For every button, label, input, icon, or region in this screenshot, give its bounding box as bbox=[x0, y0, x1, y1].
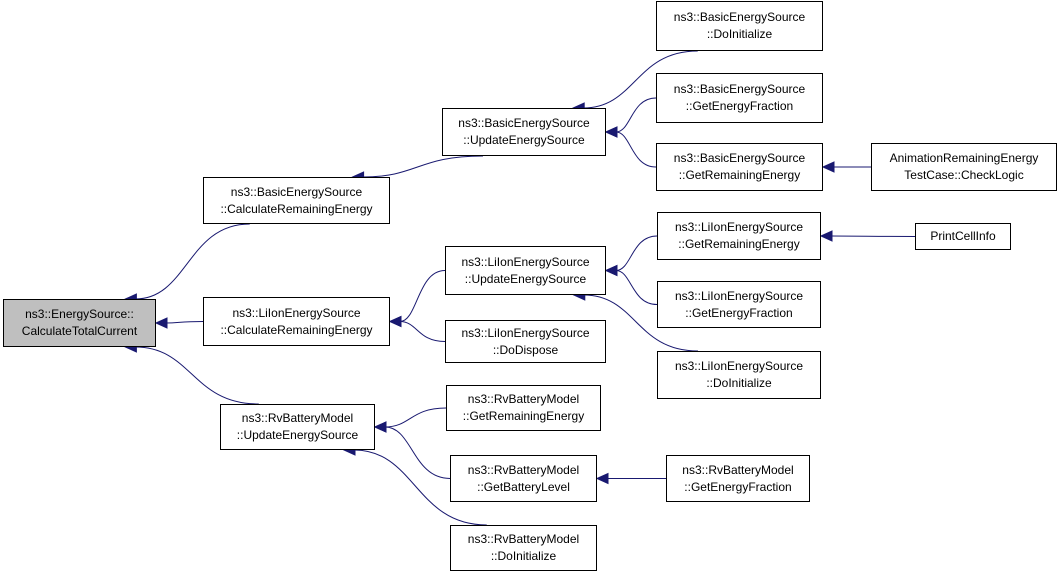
graph-node-lies-getrem[interactable]: ns3::LiIonEnergySource::GetRemainingEner… bbox=[657, 212, 821, 260]
edge-bes-calc-to-root bbox=[135, 223, 250, 300]
node-label-line: ::GetRemainingEnergy bbox=[678, 168, 801, 182]
node-label-line: ::CalculateRemainingEnergy bbox=[220, 201, 373, 216]
graph-node-print-cell[interactable]: PrintCellInfo bbox=[915, 223, 1011, 250]
node-label-line: ns3::RvBatteryModel bbox=[467, 532, 580, 546]
node-label-line: ns3::RvBatteryModel bbox=[467, 462, 580, 477]
graph-node-root: ns3::EnergySource::CalculateTotalCurrent bbox=[3, 299, 156, 347]
edge-lies-dispose-to-lies-calc bbox=[399, 321, 446, 342]
node-label-line: ns3::RvBatteryModel bbox=[682, 462, 794, 477]
edge-lies-getrem-to-lies-update bbox=[615, 235, 658, 271]
graph-node-rv-update[interactable]: ns3::RvBatteryModel::UpdateEnergySource bbox=[220, 404, 375, 450]
graph-node-rv-getrem[interactable]: ns3::RvBatteryModel::GetRemainingEnergy bbox=[446, 385, 601, 431]
edge-arrowhead bbox=[821, 161, 835, 173]
edge-bes-doinit-to-bes-update bbox=[583, 50, 698, 109]
node-label-line: TestCase::CheckLogic bbox=[904, 168, 1024, 182]
node-label-line: ns3::RvBatteryModel bbox=[467, 392, 580, 406]
edge-rv-update-to-root bbox=[135, 346, 259, 405]
graph-node-lies-dispose[interactable]: ns3::LiIonEnergySource::DoDispose bbox=[445, 320, 606, 363]
node-label-line: ::DoInitialize bbox=[706, 27, 773, 41]
edge-bes-getrem-to-bes-update bbox=[615, 131, 657, 168]
graph-node-rv-getlevel[interactable]: ns3::RvBatteryModel::GetBatteryLevel bbox=[450, 455, 597, 502]
graph-node-bes-getfrac[interactable]: ns3::BasicEnergySource::GetEnergyFractio… bbox=[656, 73, 823, 123]
node-label-line: ::UpdateEnergySource bbox=[236, 428, 359, 442]
edge-arrowhead bbox=[604, 264, 618, 277]
edge-lies-calc-to-root bbox=[165, 321, 204, 324]
graph-node-bes-update[interactable]: ns3::BasicEnergySource::UpdateEnergySour… bbox=[442, 108, 606, 156]
node-label-line: ::DoInitialize bbox=[490, 549, 557, 563]
graph-node-bes-calc[interactable]: ns3::BasicEnergySource::CalculateRemaini… bbox=[203, 177, 390, 224]
edge-rv-getlevel-to-rv-update bbox=[384, 426, 451, 479]
graph-node-rv-doinit[interactable]: ns3::RvBatteryModel::DoInitialize bbox=[450, 525, 597, 571]
edge-arrowhead bbox=[604, 126, 618, 138]
node-label-line: AnimationRemainingEnergy bbox=[889, 151, 1039, 165]
graph-node-lies-calc[interactable]: ns3::LiIonEnergySource::CalculateRemaini… bbox=[203, 297, 390, 346]
edge-lies-update-to-lies-calc bbox=[399, 270, 446, 322]
node-label-line: ns3::BasicEnergySource bbox=[230, 184, 363, 199]
node-label-line: PrintCellInfo bbox=[930, 229, 996, 243]
node-label-line: ::CalculateRemainingEnergy bbox=[220, 322, 373, 337]
edge-bes-getfrac-to-bes-update bbox=[615, 97, 657, 133]
node-label-line: ::GetEnergyFraction bbox=[685, 305, 793, 320]
node-label-line: ::GetRemainingEnergy bbox=[678, 237, 800, 251]
edge-arrowhead bbox=[819, 230, 833, 242]
edge-print-cell-to-lies-getrem bbox=[830, 235, 916, 237]
node-label-line: ns3::BasicEnergySource bbox=[673, 82, 806, 96]
node-label-line: ::GetEnergyFraction bbox=[684, 479, 792, 494]
graph-node-rv-getfrac[interactable]: ns3::RvBatteryModel::GetEnergyFraction bbox=[666, 455, 810, 502]
node-label-line: ns3::LiIonEnergySource bbox=[461, 254, 590, 269]
graph-node-lies-getfrac[interactable]: ns3::LiIonEnergySource::GetEnergyFractio… bbox=[657, 281, 821, 328]
node-label-line: ns3::LiIonEnergySource bbox=[461, 325, 590, 340]
edge-bes-update-to-bes-calc bbox=[362, 155, 484, 178]
node-label-line: ns3::LiIonEnergySource bbox=[674, 220, 804, 234]
node-label-line: ::GetBatteryLevel bbox=[477, 479, 570, 494]
node-label-line: ns3::BasicEnergySource bbox=[458, 116, 590, 130]
graph-node-bes-getrem[interactable]: ns3::BasicEnergySource::GetRemainingEner… bbox=[656, 143, 823, 191]
node-label-line: ::GetRemainingEnergy bbox=[462, 409, 585, 423]
edge-rv-doinit-to-rv-update bbox=[353, 449, 487, 526]
node-label-line: ::DoDispose bbox=[492, 342, 559, 357]
node-label-line: ::GetEnergyFraction bbox=[685, 99, 794, 113]
node-label-line: ::UpdateEnergySource bbox=[464, 271, 587, 286]
node-label-line: ::UpdateEnergySource bbox=[463, 133, 585, 147]
node-label-line: CalculateTotalCurrent bbox=[21, 324, 138, 338]
edge-arrowhead bbox=[373, 421, 387, 433]
node-label-line: ns3::LiIonEnergySource bbox=[674, 359, 804, 373]
edge-lies-doinit-to-lies-update bbox=[583, 294, 699, 352]
edge-lies-getfrac-to-lies-update bbox=[615, 270, 658, 305]
node-label-line: ::DoInitialize bbox=[706, 376, 772, 390]
edge-arrowhead bbox=[388, 315, 402, 328]
node-label-line: ns3::BasicEnergySource bbox=[673, 151, 806, 165]
graph-node-lies-update[interactable]: ns3::LiIonEnergySource::UpdateEnergySour… bbox=[445, 246, 606, 295]
node-label-line: ns3::LiIonEnergySource bbox=[674, 288, 804, 303]
node-label-line: ns3::LiIonEnergySource bbox=[232, 305, 361, 320]
graph-node-lies-doinit[interactable]: ns3::LiIonEnergySource::DoInitialize bbox=[657, 351, 821, 399]
edge-arrowhead bbox=[154, 317, 168, 329]
node-label-line: ns3::EnergySource:: bbox=[25, 307, 134, 321]
node-label-line: ns3::BasicEnergySource bbox=[673, 10, 806, 24]
node-label-line: ns3::RvBatteryModel bbox=[241, 411, 354, 425]
graph-node-bes-doinit[interactable]: ns3::BasicEnergySource::DoInitialize bbox=[656, 1, 823, 51]
edge-arrowhead bbox=[595, 472, 609, 485]
edge-rv-getrem-to-rv-update bbox=[384, 407, 447, 428]
